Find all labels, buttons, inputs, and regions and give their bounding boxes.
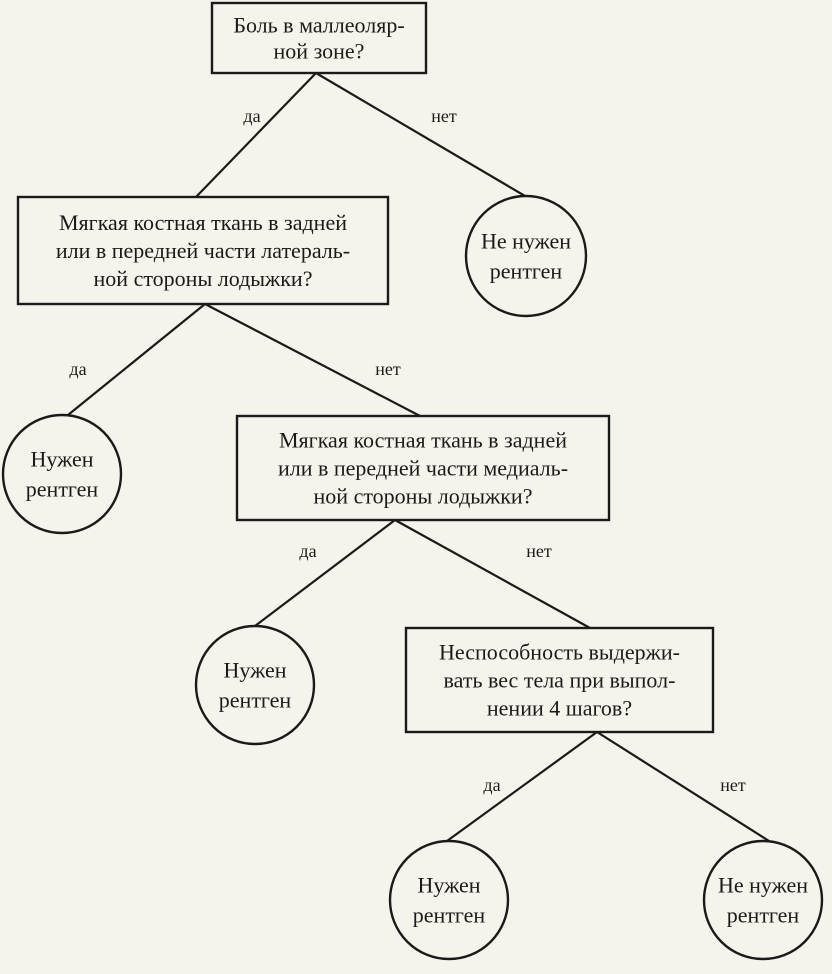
edge-label-no: нет [526, 541, 552, 561]
edge-q1-r1 [315, 72, 526, 197]
outcome-circle-border [388, 839, 510, 961]
node-text-line: рентген [490, 259, 563, 284]
edge-q4-r5 [596, 731, 770, 842]
outcome-circle-border [194, 624, 316, 746]
outcome-circle-r4: Нужен рентген [388, 839, 510, 961]
node-text-line: Нужен [417, 873, 480, 898]
node-text-line: Нужен [223, 658, 286, 683]
question-box-border [210, 1, 428, 75]
question-box-q4: Неспособность выдержи-вать вес тела при … [404, 626, 715, 734]
edge-label-no: нет [720, 775, 746, 795]
node-text-line: Не нужен [481, 229, 571, 254]
outcome-circle-r5: Не нужен рентген [702, 839, 824, 961]
question-box-q3: Мягкая костная ткань в задней или в перед… [235, 414, 611, 522]
node-text-line: Не нужен [718, 873, 808, 898]
outcome-circle-r2: Нужен рентген [1, 413, 123, 535]
outcome-circle-border [464, 194, 588, 318]
node-text-line: Нужен [30, 447, 93, 472]
node-text-line: Мягкая костная ткань в задней [279, 428, 567, 453]
node-text-line: ной стороны лодыжки? [94, 266, 313, 291]
edge-q2-q3 [204, 303, 421, 417]
node-text-line: Неспособность выдержи- [439, 640, 680, 665]
node-text-line: нении 4 шагов? [487, 696, 632, 721]
node-text-line: рентген [727, 903, 800, 928]
node-text-line: рентген [219, 688, 292, 713]
node-text-line: рентген [413, 903, 486, 928]
edge-label-no: нет [431, 106, 457, 126]
edge-q4-r4 [446, 731, 598, 842]
edge-label-yes: да [243, 106, 260, 126]
node-text-line: Мягкая костная ткань в задней [59, 210, 347, 235]
question-box-border [404, 626, 715, 734]
nodes-layer: Боль в маллеоляр-ной зоне? Мягкая костная… [1, 1, 824, 961]
node-text-line: ной стороны лодыжки? [314, 484, 533, 509]
edge-q3-q4 [394, 519, 591, 629]
edge-label-no: нет [375, 359, 401, 379]
node-text-line: рентген [26, 477, 99, 502]
outcome-circle-r3: Нужен рентген [194, 624, 316, 746]
question-box-q2: Мягкая костная ткань в задней или в перед… [16, 195, 390, 306]
node-text-line: или в передней части латераль- [56, 238, 350, 263]
edge-label-yes: да [299, 541, 316, 561]
node-text-line: вать вес тела при выпол- [444, 668, 676, 693]
edge-label-yes: да [69, 359, 86, 379]
edge-label-yes: да [483, 775, 500, 795]
edge-q2-r2 [67, 303, 206, 416]
node-text-line: ной зоне? [274, 39, 365, 64]
edge-q1-q2 [195, 72, 317, 198]
outcome-circle-border [1, 413, 123, 535]
edge-labels-layer: да нет да нет да нет да нет [69, 106, 745, 795]
node-text-line: или в передней части медиаль- [278, 456, 568, 481]
outcome-circle-border [702, 839, 824, 961]
outcome-circle-r1: Не нужен рентген [464, 194, 588, 318]
question-box-border [235, 414, 611, 522]
node-text-line: Боль в маллеоляр- [233, 13, 404, 38]
question-box-q1: Боль в маллеоляр-ной зоне? [210, 1, 428, 75]
edge-q3-r3 [254, 519, 396, 627]
question-box-border [16, 195, 390, 306]
edges-layer [67, 72, 770, 842]
